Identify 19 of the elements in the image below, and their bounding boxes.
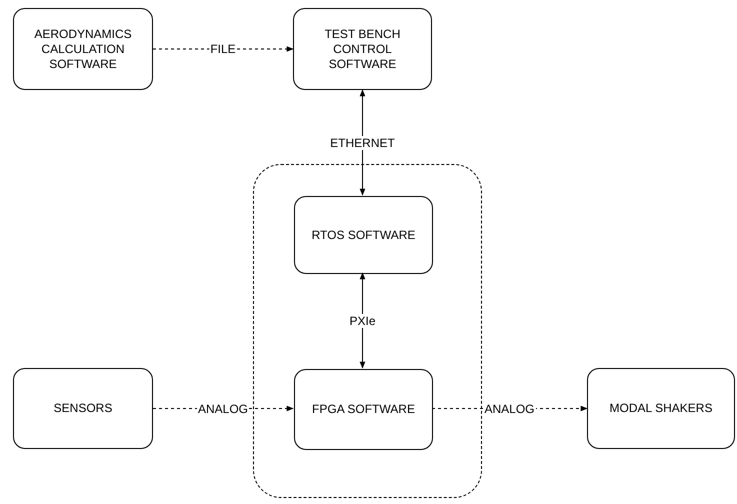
process-box xyxy=(294,196,433,274)
box-label: AERODYNAMICS CALCULATION SOFTWARE xyxy=(33,26,133,72)
process-box xyxy=(13,368,153,449)
box-label: SENSORS xyxy=(54,401,112,416)
edge-label: ETHERNET xyxy=(329,136,396,150)
edge-label: ANALOG xyxy=(484,402,536,416)
process-box xyxy=(13,8,153,90)
edge-label: ANALOG xyxy=(197,402,249,416)
edge-label: PXIe xyxy=(348,314,376,328)
box-label: MODAL SHAKERS xyxy=(610,401,712,416)
process-box xyxy=(293,8,432,90)
process-box xyxy=(294,369,433,450)
box-label: TEST BENCH CONTROL SOFTWARE xyxy=(324,26,402,72)
group-boundary xyxy=(253,164,482,498)
process-box xyxy=(587,368,735,449)
box-label: RTOS SOFTWARE xyxy=(312,228,416,242)
box-label: FPGA SOFTWARE xyxy=(312,402,415,417)
edge-label: FILE xyxy=(209,42,237,56)
arrow xyxy=(360,89,366,196)
